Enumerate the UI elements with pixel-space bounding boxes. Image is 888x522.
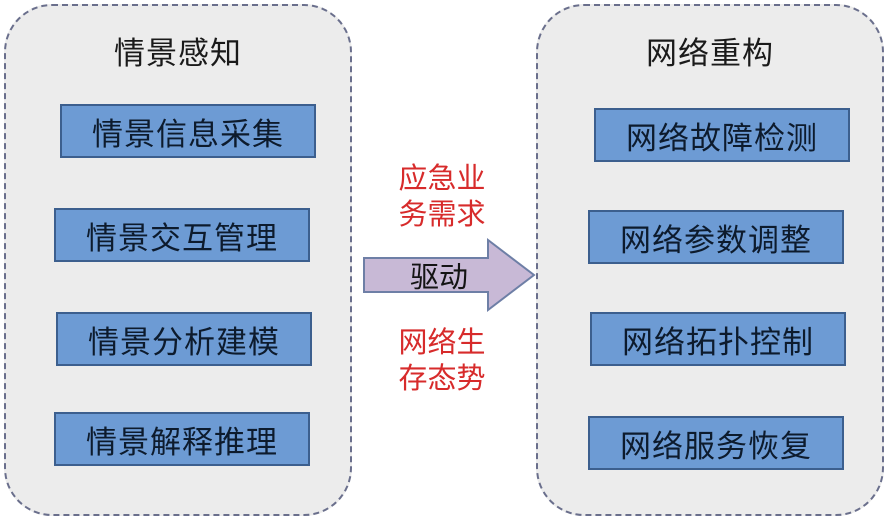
situation-analysis-modeling-box: 情景分析建模 xyxy=(56,312,312,366)
emergency-demand-text: 应急业 务需求 xyxy=(372,160,512,232)
emergency-demand-line2: 务需求 xyxy=(398,197,486,231)
network-reconfiguration-title: 网络重构 xyxy=(646,36,774,72)
network-survival-line1: 网络生 xyxy=(398,325,486,359)
network-topology-control-box: 网络拓扑控制 xyxy=(590,312,846,366)
network-parameter-adjustment-box: 网络参数调整 xyxy=(588,210,844,264)
situation-awareness-title: 情景感知 xyxy=(114,36,242,72)
emergency-demand-line1: 应急业 xyxy=(398,161,486,195)
situation-interpretation-reasoning-box: 情景解释推理 xyxy=(54,412,310,466)
network-service-recovery-box: 网络服务恢复 xyxy=(588,416,844,470)
network-survival-line2: 存态势 xyxy=(398,361,486,395)
situation-interaction-management-box: 情景交互管理 xyxy=(54,208,310,262)
network-fault-detection-box: 网络故障检测 xyxy=(594,108,850,162)
situation-info-collection-box: 情景信息采集 xyxy=(60,104,316,158)
network-survival-situation-text: 网络生 存态势 xyxy=(372,324,512,396)
drive-arrow-icon xyxy=(363,238,536,312)
drive-arrow-label: 驱动 xyxy=(409,260,468,294)
